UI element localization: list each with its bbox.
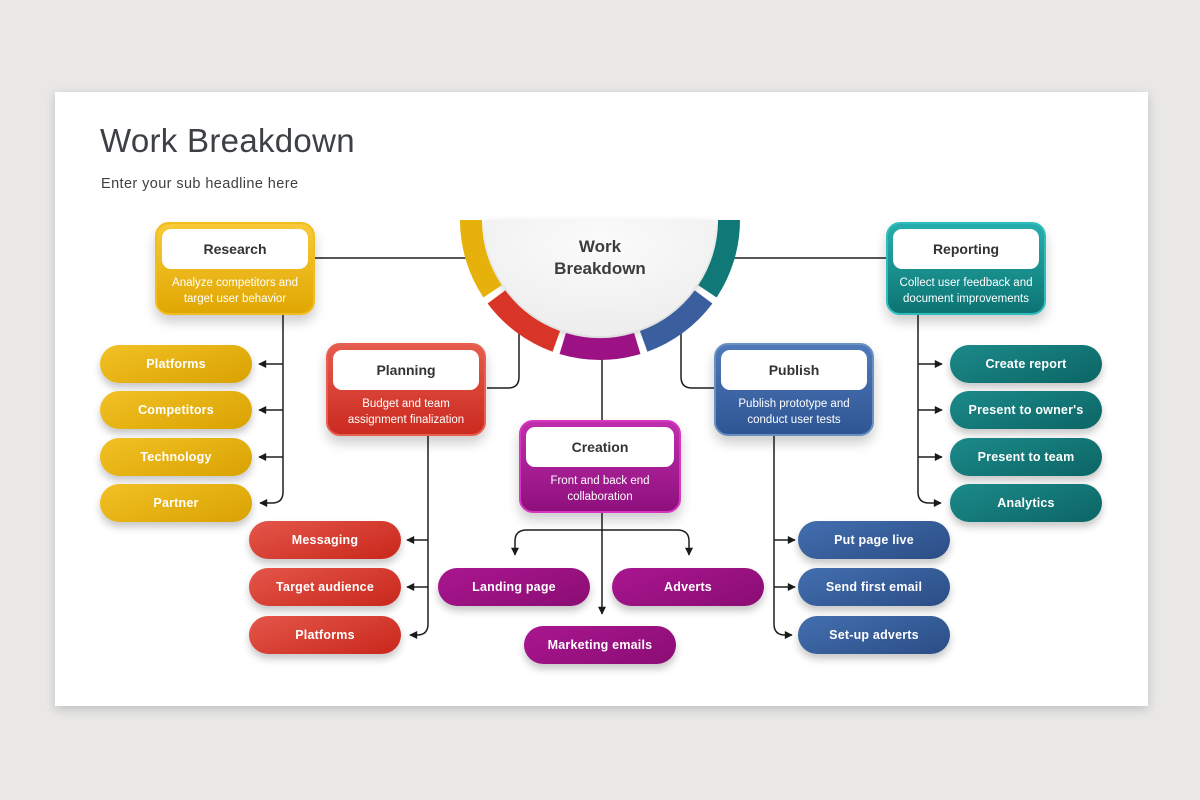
task-pill-landing-page[interactable]: Landing page — [438, 568, 590, 606]
branch-title-reporting: Reporting — [893, 229, 1039, 269]
task-pill-target-audience[interactable]: Target audience — [249, 568, 401, 606]
task-pill-technology[interactable]: Technology — [100, 438, 252, 476]
branch-title-text: Research — [203, 241, 267, 257]
task-pill-marketing-emails[interactable]: Marketing emails — [524, 626, 676, 664]
branch-title-planning: Planning — [333, 350, 479, 390]
center-label: Work Breakdown — [554, 237, 646, 279]
page-title: Work Breakdown — [100, 122, 355, 159]
branch-description-planning: Budget and team assignment finalization — [347, 397, 465, 426]
branch-title-research: Research — [162, 229, 308, 269]
task-pill-analytics[interactable]: Analytics — [950, 484, 1102, 522]
task-pill-present-to-owners[interactable]: Present to owner's — [950, 391, 1102, 429]
branch-title-text: Creation — [571, 439, 629, 455]
task-pill-adverts[interactable]: Adverts — [612, 568, 764, 606]
branch-box-planning[interactable]: Planning Budget and team assignment fina… — [326, 343, 486, 436]
branch-box-reporting[interactable]: Reporting Collect user feedback and docu… — [886, 222, 1046, 315]
branch-box-publish[interactable]: Publish Publish prototype and conduct us… — [714, 343, 874, 436]
branch-description-publish: Publish prototype and conduct user tests — [738, 397, 850, 426]
task-pill-send-first-email[interactable]: Send first email — [798, 568, 950, 606]
branch-title-text: Planning — [376, 362, 436, 378]
branch-description-creation: Front and back end collaboration — [550, 474, 650, 503]
task-pill-setup-adverts[interactable]: Set-up adverts — [798, 616, 950, 654]
task-pill-platforms-planning[interactable]: Platforms — [249, 616, 401, 654]
branch-box-creation[interactable]: Creation Front and back end collaboratio… — [519, 420, 681, 513]
task-pill-platforms-research[interactable]: Platforms — [100, 345, 252, 383]
branch-title-text: Reporting — [932, 241, 1000, 257]
task-pill-competitors[interactable]: Competitors — [100, 391, 252, 429]
branch-description-research: Analyze competitors and target user beha… — [172, 276, 298, 305]
task-pill-create-report[interactable]: Create report — [950, 345, 1102, 383]
branch-title-creation: Creation — [526, 427, 674, 467]
branch-title-text: Publish — [768, 362, 820, 378]
branch-box-research[interactable]: Research Analyze competitors and target … — [155, 222, 315, 315]
page-subtitle: Enter your sub headline here — [101, 176, 299, 192]
task-pill-messaging[interactable]: Messaging — [249, 521, 401, 559]
branch-title-publish: Publish — [721, 350, 867, 390]
task-pill-put-page-live[interactable]: Put page live — [798, 521, 950, 559]
branch-description-reporting: Collect user feedback and document impro… — [899, 276, 1033, 305]
task-pill-present-to-team[interactable]: Present to team — [950, 438, 1102, 476]
task-pill-partner[interactable]: Partner — [100, 484, 252, 522]
